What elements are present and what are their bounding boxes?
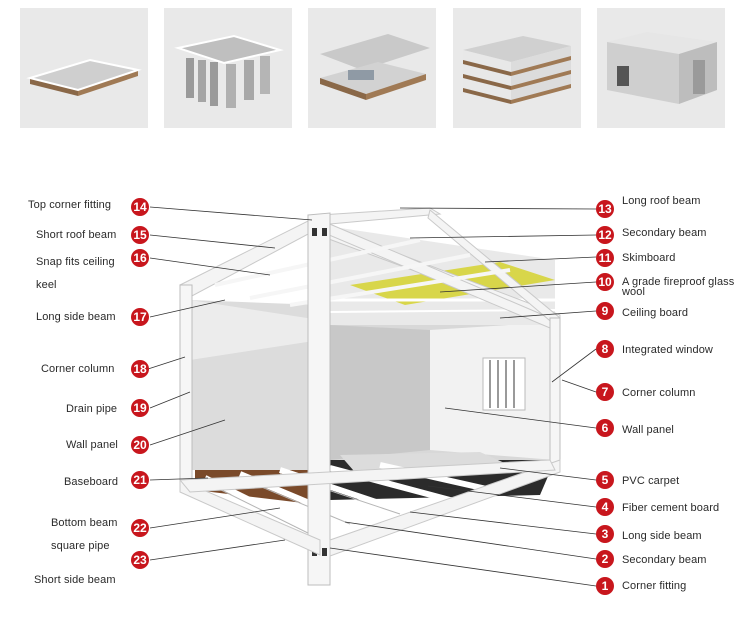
label-fireproof-glass-wool: wool [622, 286, 646, 298]
badge-11: 11 [596, 249, 614, 267]
label-wall-panel-left: Wall panel [66, 439, 118, 451]
badge-14: 14 [131, 198, 149, 216]
thumbnail-assembled-container [597, 8, 725, 128]
label-fiber-cement-board: Fiber cement board [622, 502, 720, 514]
badge-21: 21 [131, 471, 149, 489]
right-corner-column [549, 317, 561, 471]
label-secondary-beam-top: Secondary beam [622, 227, 707, 239]
badge-10: 10 [596, 273, 614, 291]
label-pvc-carpet: PVC carpet [622, 475, 680, 487]
badge-1: 1 [596, 577, 614, 595]
badge-8: 8 [596, 340, 614, 358]
badge-16: 16 [131, 249, 149, 267]
label-top-corner-fitting: Top corner fitting [28, 199, 112, 211]
label-baseboard: Baseboard [64, 476, 119, 488]
label-ceiling-board: Ceiling board [622, 307, 689, 319]
badge-9: 9 [596, 302, 614, 320]
label-snap-fits-ceiling: Snap fits ceiling [36, 256, 115, 268]
label-drain-pipe: Drain pipe [66, 403, 118, 415]
label-secondary-beam-bottom: Secondary beam [622, 554, 707, 566]
thumbnail-frame-with-wall-panels [164, 8, 292, 128]
thumbnail-stacked-packed-units [453, 8, 581, 128]
label-wall-panel-right: Wall panel [622, 424, 674, 436]
badge-12: 12 [596, 226, 614, 244]
label-bottom-beam: Bottom beam [51, 517, 118, 529]
label-fireproof-glass: A grade fireproof glass [622, 276, 735, 288]
label-long-side-beam-left: Long side beam [36, 311, 116, 323]
left-corner-column [179, 284, 193, 489]
label-corner-column-right: Corner column [622, 387, 696, 399]
label-corner-column-left: Corner column [41, 363, 115, 375]
badge-20: 20 [131, 436, 149, 454]
badge-19: 19 [131, 399, 149, 417]
label-long-side-beam-right: Long side beam [622, 530, 702, 542]
badge-5: 5 [596, 471, 614, 489]
thumbnail-floor-frame [20, 8, 148, 128]
front-corner-column [307, 212, 331, 586]
badge-4: 4 [596, 498, 614, 516]
thumbnail-roof-assembly [308, 8, 436, 128]
label-long-roof-beam: Long roof beam [622, 195, 701, 207]
badge-13: 13 [596, 200, 614, 218]
label-snap-fits-ceiling-keel: keel [36, 279, 57, 291]
badge-6: 6 [596, 419, 614, 437]
label-bottom-beam-square-pipe: square pipe [51, 540, 110, 552]
label-short-side-beam: Short side beam [34, 574, 116, 586]
badge-7: 7 [596, 383, 614, 401]
badge-17: 17 [131, 308, 149, 326]
badge-23: 23 [131, 551, 149, 569]
label-integrated-window: Integrated window [622, 344, 713, 356]
label-skimboard: Skimboard [622, 252, 676, 264]
label-corner-fitting: Corner fitting [622, 580, 687, 592]
badge-15: 15 [131, 226, 149, 244]
badge-2: 2 [596, 550, 614, 568]
badge-3: 3 [596, 525, 614, 543]
label-short-roof-beam: Short roof beam [36, 229, 117, 241]
badge-22: 22 [131, 519, 149, 537]
badge-18: 18 [131, 360, 149, 378]
